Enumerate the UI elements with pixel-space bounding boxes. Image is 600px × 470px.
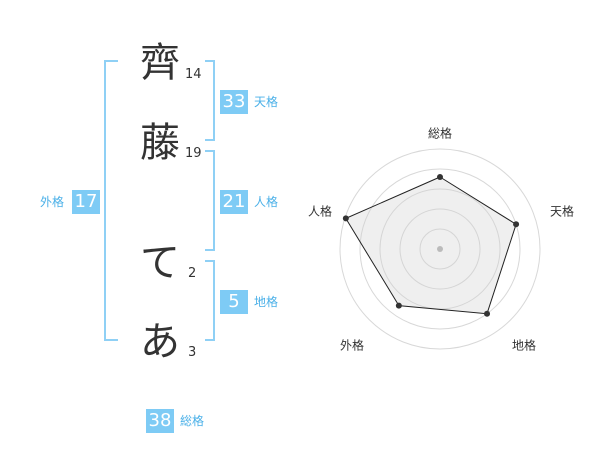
stroke-count-1: 14 — [185, 67, 202, 82]
radar-ring-5 — [419, 228, 461, 270]
stroke-count-3: 2 — [188, 266, 197, 281]
radar-point-3 — [484, 310, 491, 317]
tenkaku-label: 天格 — [254, 95, 279, 109]
jinkaku-value: 21 — [220, 190, 248, 214]
chikaku-value: 5 — [220, 290, 248, 314]
tenkaku-bracket — [205, 60, 215, 141]
gaikaku-value: 17 — [72, 190, 100, 214]
radar-point-2 — [513, 221, 520, 228]
radar-ring-4 — [399, 208, 481, 290]
radar-ring-1 — [339, 148, 541, 350]
name-char-3: て — [140, 240, 180, 286]
stroke-count-2: 19 — [185, 146, 202, 161]
radar-point-4 — [395, 302, 402, 309]
jinkaku-label: 人格 — [254, 195, 279, 209]
name-char-4: あ — [140, 319, 180, 365]
jinkaku-bracket — [205, 150, 215, 251]
radar-center-dot — [437, 246, 443, 252]
radar-axis-label-2: 天格 — [550, 204, 574, 219]
gaikaku-bracket — [104, 60, 118, 341]
radar-axis-label-5: 人格 — [308, 204, 332, 219]
radar-point-5 — [342, 215, 349, 222]
radar-data-polygon — [345, 176, 517, 315]
soukaku-label: 総格 — [180, 414, 205, 428]
name-char-1: 齊 — [140, 40, 180, 86]
chikaku-bracket — [205, 260, 215, 341]
name-char-2: 藤 — [140, 120, 180, 166]
stroke-count-4: 3 — [188, 345, 197, 360]
radar-axis-label-3: 地格 — [512, 338, 536, 353]
soukaku-value: 38 — [146, 409, 174, 433]
chikaku-label: 地格 — [254, 295, 279, 309]
tenkaku-value: 33 — [220, 90, 248, 114]
radar-ring-2 — [359, 168, 521, 330]
radar-axis-label-4: 外格 — [340, 338, 364, 353]
radar-point-1 — [437, 174, 443, 180]
radar-axis-label-1: 総格 — [428, 126, 452, 141]
gaikaku-label: 外格 — [40, 195, 65, 209]
